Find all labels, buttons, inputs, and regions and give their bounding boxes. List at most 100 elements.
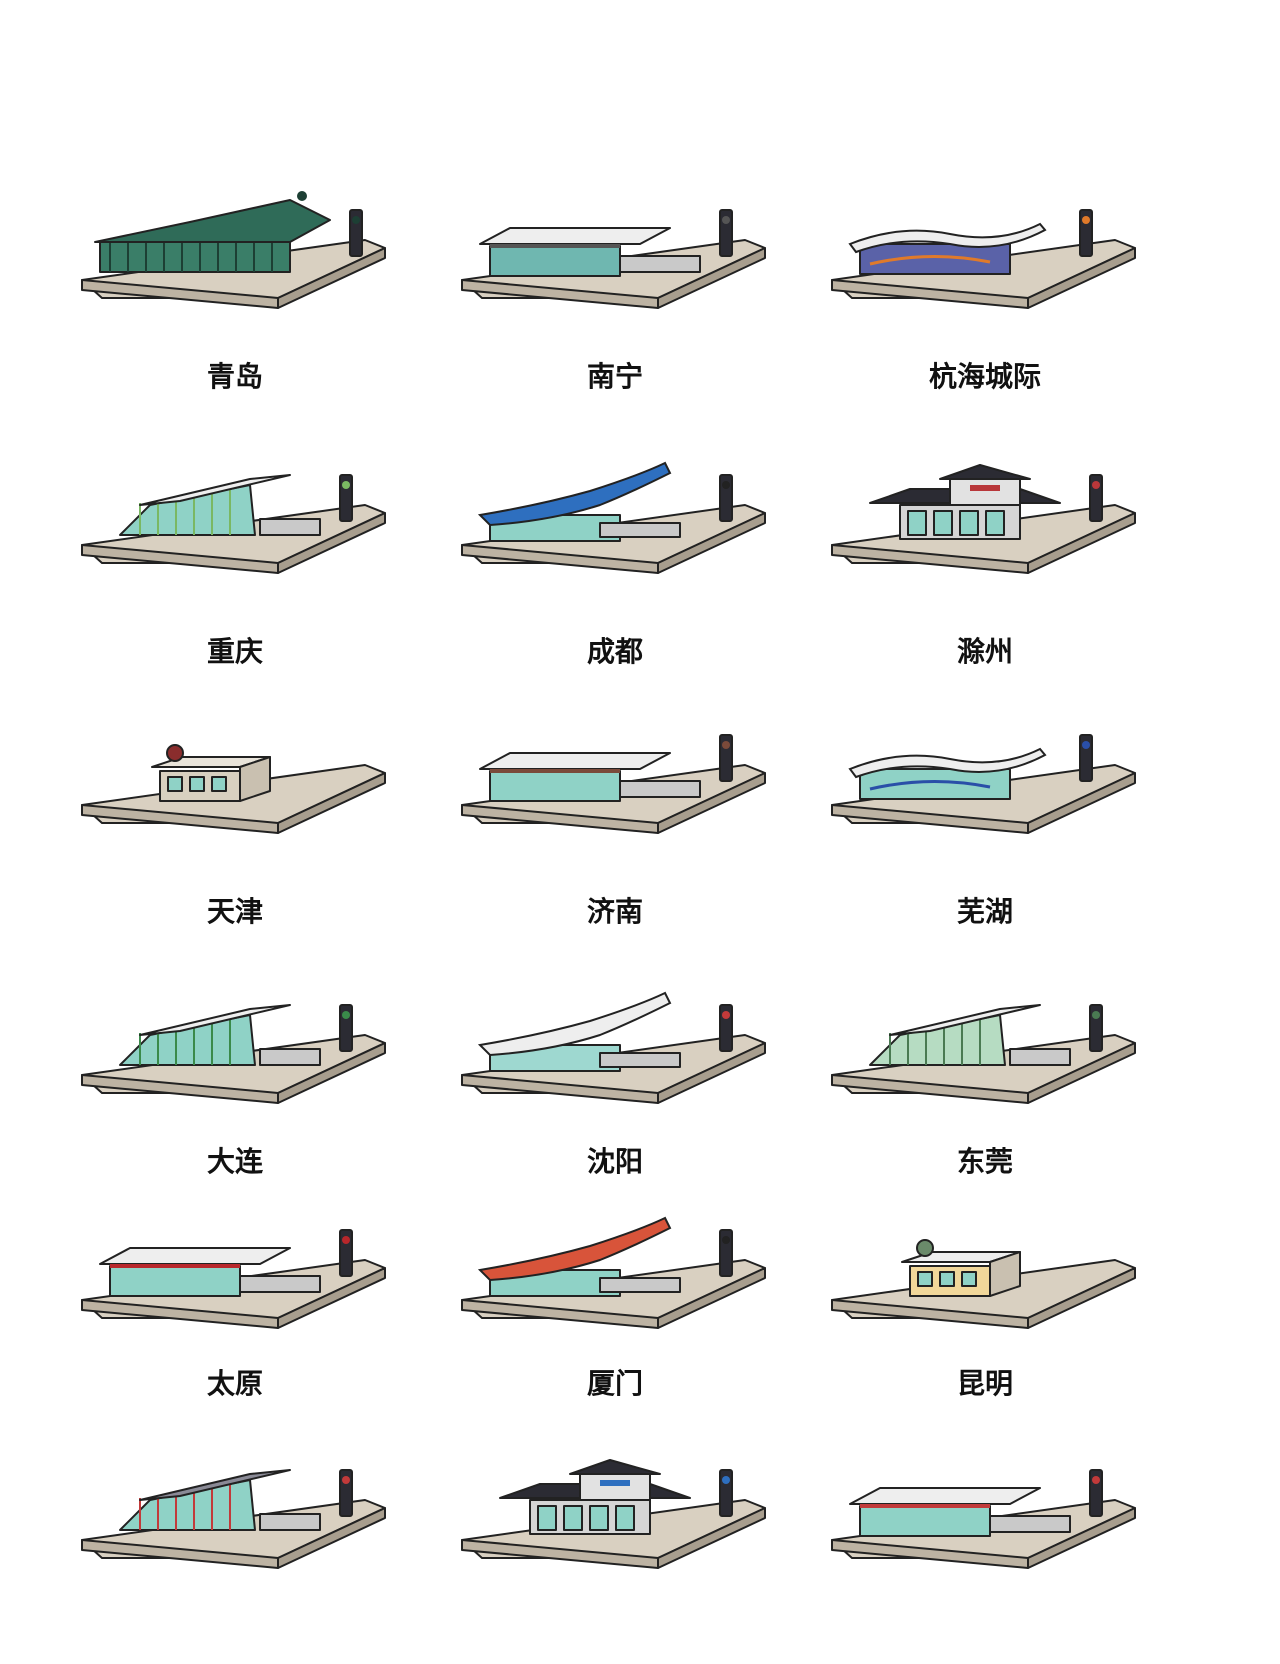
kiosk-side: [239, 756, 271, 802]
stair: [619, 780, 701, 798]
base-side: [277, 1507, 386, 1569]
roof: [139, 474, 291, 506]
station-card: [40, 975, 440, 1115]
station-city-label: 重庆: [206, 635, 263, 668]
station-card: [790, 445, 1190, 585]
metro-logo-icon: [342, 1476, 350, 1484]
station-illustration: [81, 1469, 386, 1569]
base-side: [277, 772, 386, 834]
station-city-label: 济南: [586, 895, 643, 928]
station-card: [420, 1440, 820, 1580]
metro-logo-icon: [722, 216, 730, 224]
window: [907, 510, 927, 536]
roof: [94, 199, 331, 243]
station-card: [40, 705, 440, 845]
window: [537, 1505, 557, 1531]
metro-logo-icon: [722, 1476, 730, 1484]
station-illustration: [81, 1229, 386, 1329]
glass-wall: [489, 770, 621, 802]
window: [589, 1505, 609, 1531]
glass-wall: [859, 768, 1011, 800]
station-city-label: 杭海城际: [928, 360, 1041, 393]
metro-logo-icon: [1082, 216, 1090, 224]
station-city-label: 昆明: [956, 1367, 1013, 1400]
base-side: [1027, 1267, 1136, 1329]
stair: [1009, 1048, 1071, 1066]
wave-roof: [848, 747, 1047, 779]
upper-roof: [569, 1459, 661, 1475]
station-card: [40, 1440, 440, 1580]
flat-roof: [479, 227, 671, 245]
metro-logo-icon: [722, 481, 730, 489]
glass-wall: [489, 245, 621, 277]
station-card: [790, 180, 1190, 320]
station-illustration: [81, 1004, 386, 1104]
roof: [889, 1004, 1041, 1036]
roof: [139, 1004, 291, 1036]
base-side: [657, 512, 766, 574]
station-illustration: [831, 1469, 1136, 1569]
window: [189, 776, 205, 792]
curved-roof: [477, 991, 672, 1057]
station-illustration: [831, 1004, 1136, 1104]
station-illustration: [461, 1459, 766, 1569]
metro-logo-icon: [1092, 1476, 1100, 1484]
flat-roof: [99, 1247, 291, 1265]
emblem-icon: [916, 1239, 934, 1257]
roof-band: [110, 1264, 240, 1268]
station-card: [420, 705, 820, 845]
base-side: [657, 247, 766, 309]
station-city-label: 太原: [206, 1367, 263, 1400]
metro-logo-icon: [352, 216, 360, 224]
stair: [599, 1277, 681, 1293]
station-card: [420, 180, 820, 320]
base-side: [1027, 247, 1136, 309]
station-city-label: 沈阳: [586, 1145, 643, 1178]
roof-band: [860, 1504, 990, 1508]
accent-stripe: [869, 255, 991, 266]
station-card: [790, 705, 1190, 845]
flat-roof: [849, 1487, 1041, 1505]
stair: [599, 522, 681, 538]
station-illustration: [831, 1239, 1136, 1329]
station-illustration: [81, 191, 386, 309]
station-card: [790, 1440, 1190, 1580]
station-card: [40, 1200, 440, 1340]
metro-logo-icon: [342, 1236, 350, 1244]
name-plaque: [600, 1480, 630, 1486]
station-city-label: 芜湖: [956, 895, 1013, 928]
base-side: [1027, 1507, 1136, 1569]
metro-logo-icon: [342, 1011, 350, 1019]
base-side: [1027, 772, 1136, 834]
station-illustration: [461, 209, 766, 309]
stair: [619, 255, 701, 273]
flat-roof: [479, 752, 671, 770]
station-card: [420, 1200, 820, 1340]
metro-logo-icon: [1082, 741, 1090, 749]
glass-wall: [109, 1265, 241, 1297]
station-card: [790, 975, 1190, 1115]
stair: [259, 1048, 321, 1066]
station-city-label: 滁州: [956, 635, 1013, 668]
upper-wall: [579, 1473, 651, 1501]
name-plaque: [970, 485, 1000, 491]
metro-logo-icon: [722, 1011, 730, 1019]
window: [563, 1505, 583, 1531]
emblem-icon: [166, 744, 184, 762]
station-city-label: 厦门: [586, 1367, 643, 1400]
station-illustration: [831, 209, 1136, 309]
station-city-label: 大连: [206, 1145, 263, 1178]
wave-roof: [848, 222, 1047, 254]
kiosk-side: [989, 1251, 1021, 1297]
finial: [297, 191, 307, 201]
station-city-label: 东莞: [956, 1145, 1013, 1178]
metro-logo-icon: [722, 1236, 730, 1244]
base-side: [657, 1042, 766, 1104]
stair: [989, 1515, 1071, 1533]
window: [959, 510, 979, 536]
base-side: [657, 772, 766, 834]
curved-roof: [477, 1216, 672, 1282]
window: [917, 1271, 933, 1287]
station-card: [790, 1200, 1190, 1340]
metro-logo-icon: [1092, 481, 1100, 489]
